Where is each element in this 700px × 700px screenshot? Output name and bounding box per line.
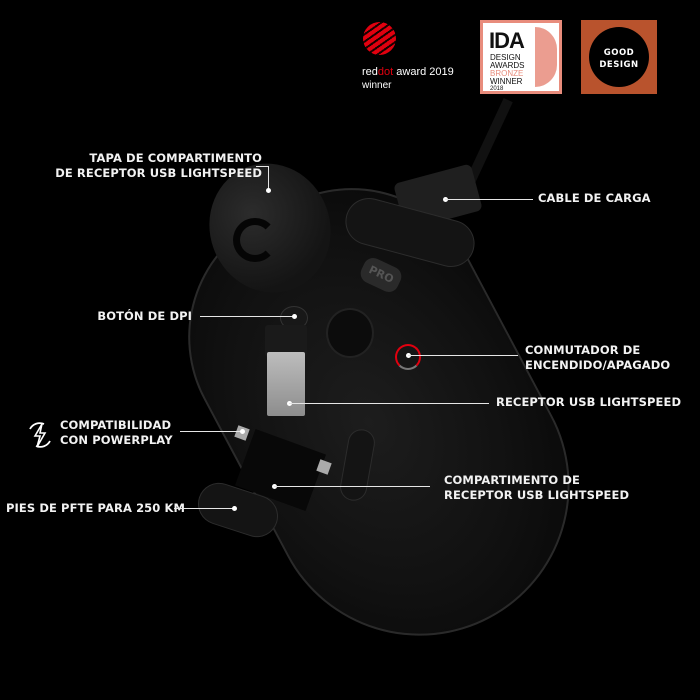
- good-design-circle: [589, 27, 649, 87]
- cap-label: TAPA DE COMPARTIMENTO DE RECEPTOR USB LI…: [55, 151, 262, 181]
- ida-title: IDA: [489, 28, 525, 53]
- powerplay-label-line1: COMPATIBILIDAD: [60, 418, 172, 432]
- usb-receiver-housing: [265, 325, 307, 357]
- receiver-label: RECEPTOR USB LIGHTSPEED: [496, 395, 682, 409]
- good-design-badge: GOOD DESIGN: [581, 20, 657, 94]
- switch-label-line2: ENCENDIDO/APAGADO: [525, 358, 671, 372]
- cap-dot: [266, 188, 271, 193]
- cap-label-line1: TAPA DE COMPARTIMENTO: [89, 151, 262, 165]
- ida-line: DESIGN: [490, 53, 521, 62]
- ida-year: 2018: [490, 86, 504, 92]
- powerplay-leader: [180, 431, 242, 432]
- powerplay-label: COMPATIBILIDAD CON POWERPLAY: [60, 418, 173, 448]
- switch-leader: [408, 355, 518, 356]
- powerplay-lightning-icon: [29, 422, 51, 448]
- feet-dot: [232, 506, 237, 511]
- ida-line: AWARDS: [490, 61, 525, 70]
- compartment-leader: [274, 486, 430, 487]
- cable-label: CABLE DE CARGA: [538, 191, 651, 205]
- cap-label-line2: DE RECEPTOR USB LIGHTSPEED: [55, 166, 262, 180]
- good-design-line2: DESIGN: [599, 60, 639, 70]
- cable-leader: [445, 199, 533, 200]
- dpi-label: BOTÓN DE DPI: [97, 309, 192, 323]
- logitech-g-logo-icon: [233, 218, 277, 262]
- feet-leader: [174, 508, 234, 509]
- good-design-line1: GOOD: [603, 48, 635, 58]
- compartment-label-line1: COMPARTIMENTO DE: [444, 473, 580, 487]
- ida-line: WINNER: [490, 77, 523, 86]
- feet-label: PIES DE PFTE PARA 250 KM: [6, 501, 186, 515]
- optical-sensor: [328, 310, 372, 356]
- powerplay-dot: [240, 429, 245, 434]
- usb-receiver-connector: [267, 352, 305, 416]
- ida-arc-icon: [535, 27, 557, 87]
- cap-leader: [256, 166, 268, 167]
- switch-label: CONMUTADOR DE ENCENDIDO/APAGADO: [525, 343, 670, 373]
- dpi-leader: [200, 316, 294, 317]
- compartment-label-line2: RECEPTOR USB LIGHTSPEED: [444, 488, 630, 502]
- dpi-dot: [292, 314, 297, 319]
- compartment-label: COMPARTIMENTO DE RECEPTOR USB LIGHTSPEED: [444, 473, 629, 503]
- receiver-leader: [289, 403, 489, 404]
- powerplay-label-line2: CON POWERPLAY: [60, 433, 173, 447]
- switch-label-line1: CONMUTADOR DE: [525, 343, 641, 357]
- reddot-logo-icon: [363, 22, 396, 55]
- cap-leader: [268, 166, 269, 190]
- reddot-winner-text: winner: [362, 80, 392, 91]
- reddot-award-text: reddot award 2019: [362, 66, 454, 78]
- ida-line: BRONZE: [490, 69, 524, 78]
- ida-award-badge: IDA DESIGN AWARDS BRONZE WINNER 2018: [480, 20, 562, 94]
